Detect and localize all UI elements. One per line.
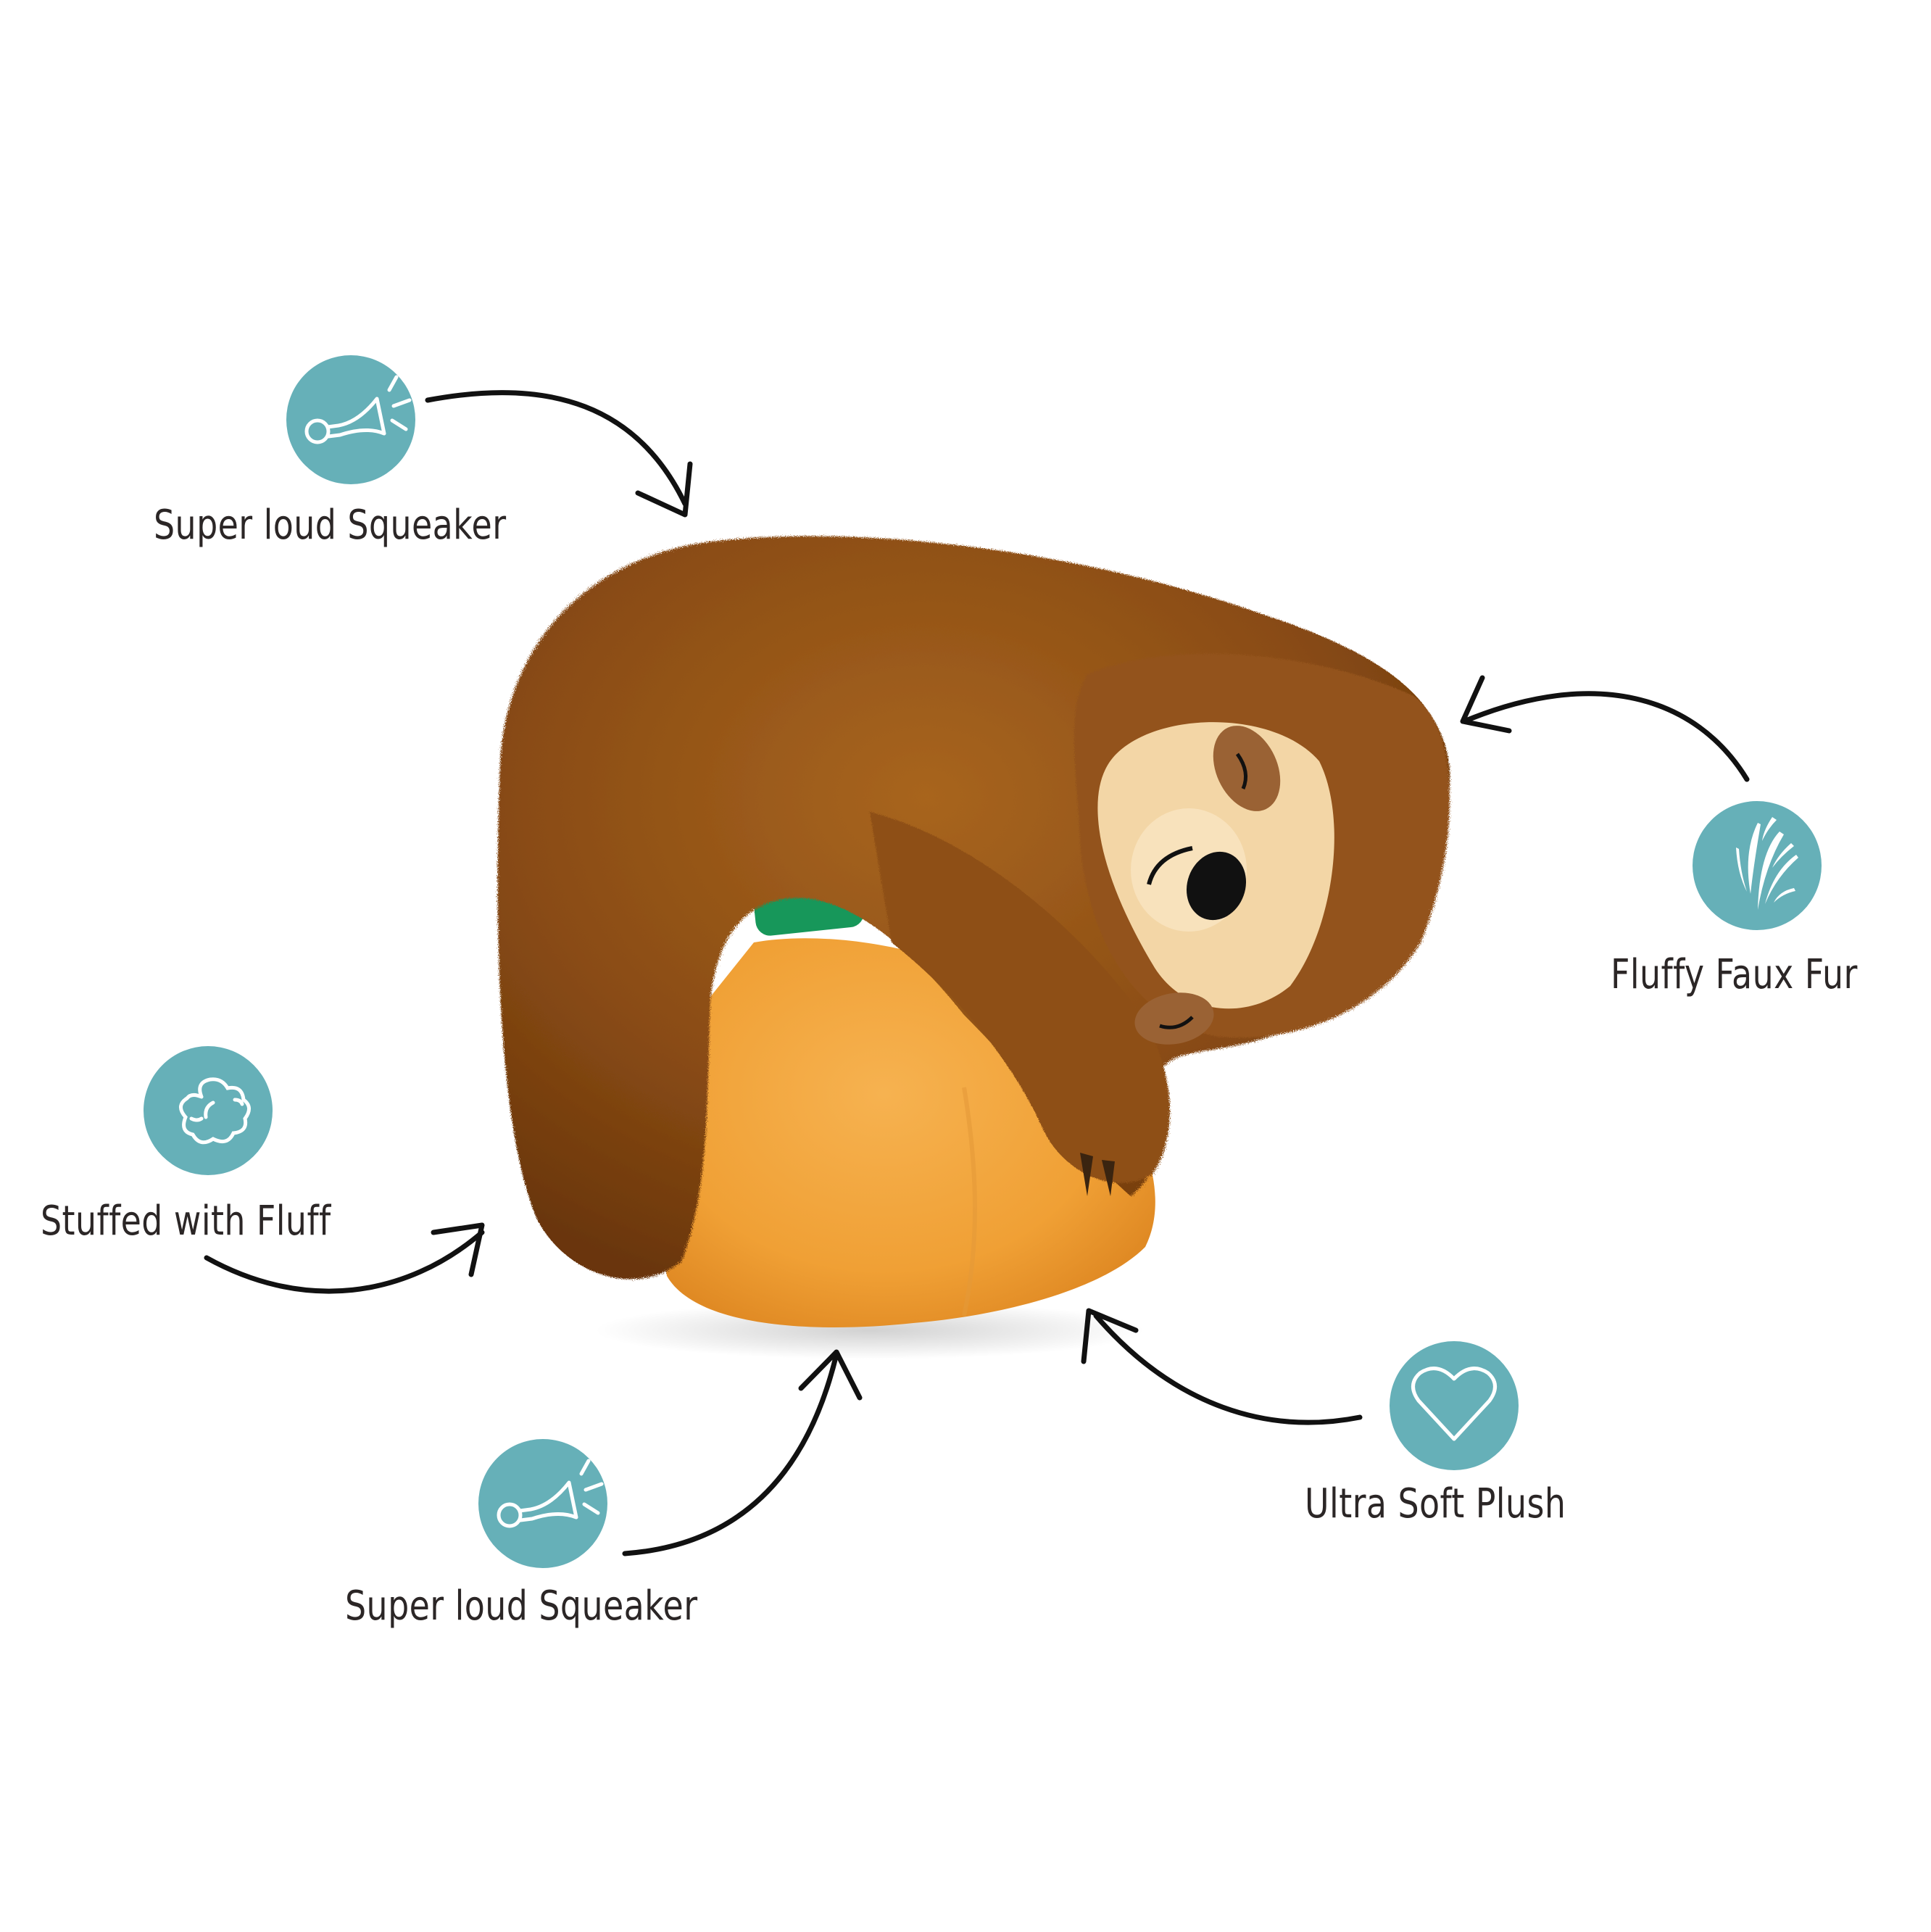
heart-icon — [1390, 1341, 1519, 1470]
feature-badge-faux-fur — [1693, 801, 1822, 930]
feature-label-squeaker-bottom: Super loud Squeaker — [345, 1583, 698, 1630]
feature-badge-squeaker-bottom — [478, 1439, 607, 1568]
horn-icon — [478, 1439, 607, 1568]
feature-badge-stuffed — [144, 1046, 273, 1175]
feature-label-faux-fur: Fluffy Faux Fur — [1611, 951, 1858, 998]
feature-label-soft-plush: Ultra Soft Plush — [1305, 1480, 1566, 1527]
feature-label-squeaker-top: Super loud Squeaker — [154, 502, 507, 549]
feature-badge-squeaker-top — [286, 355, 415, 484]
feather-fur-icon — [1693, 801, 1822, 930]
feature-label-stuffed: Stuffed with Fluff — [41, 1198, 331, 1245]
horn-icon — [286, 355, 415, 484]
feature-badge-soft-plush — [1390, 1341, 1519, 1470]
cotton-cloud-icon — [144, 1046, 273, 1175]
